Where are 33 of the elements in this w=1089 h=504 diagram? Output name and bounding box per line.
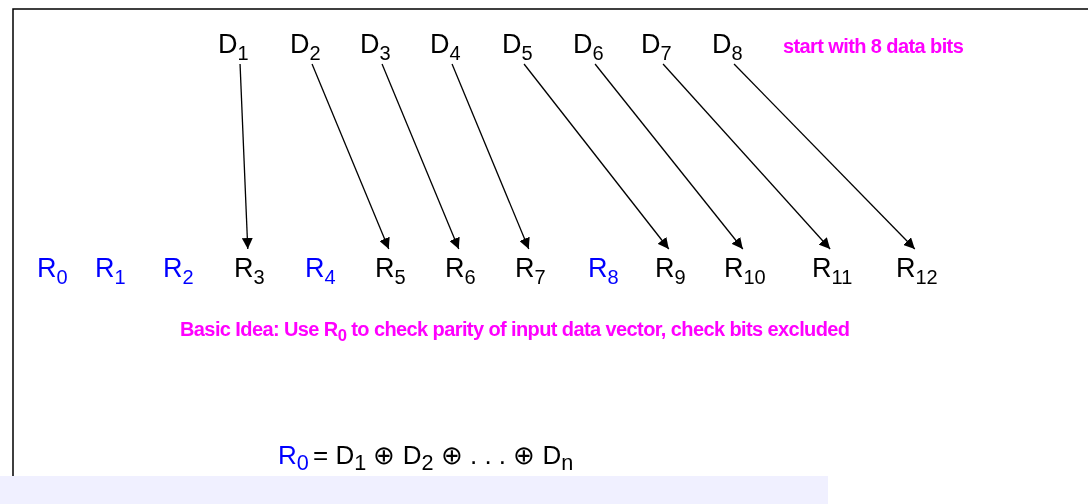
bit-label: R$_{11}$ xyxy=(812,252,853,284)
bit-label: D$_{6}$ xyxy=(573,28,604,60)
bit-label: R$_{6}$ xyxy=(445,252,476,284)
bit-label: R$_{8}$ xyxy=(588,252,619,284)
arrow xyxy=(311,63,390,250)
bit-label: D$_{7}$ xyxy=(641,28,672,60)
bit-label: D$_{3}$ xyxy=(360,28,391,60)
arrow xyxy=(662,63,831,250)
arrow xyxy=(451,63,530,250)
arrow xyxy=(381,63,460,250)
arrow xyxy=(239,63,253,250)
bit-label: D$_{1}$ xyxy=(218,28,249,60)
bit-label: R$_{5}$ xyxy=(375,252,406,284)
note-text: start with 8 data bits xyxy=(783,35,964,58)
bit-label: R$_{1}$ xyxy=(95,252,126,284)
bit-label: R$_{2}$ xyxy=(163,252,194,284)
bit-label: D$_{5}$ xyxy=(502,28,533,60)
bit-label: R$_{12}$ xyxy=(896,252,938,284)
bit-label: D$_{8}$ xyxy=(712,28,743,60)
formula-text: = D$_{1}$ ⊕ D$_{2}$ ⊕ . . . ⊕ D$_{n}$ xyxy=(313,440,574,471)
bit-label: D$_{2}$ xyxy=(290,28,321,60)
arrow xyxy=(733,63,916,250)
arrow xyxy=(523,63,670,250)
bit-label: R$_{0}$ xyxy=(37,252,68,284)
bit-label: R$_{7}$ xyxy=(515,252,546,284)
arrow xyxy=(594,63,744,250)
bit-label: R$_{10}$ xyxy=(724,252,766,284)
bit-label: R$_{3}$ xyxy=(234,252,265,284)
bit-label: R$_{9}$ xyxy=(655,252,686,284)
note-text: Basic Idea: Use R$_{0}$ to check parity of input data vector, check bits excluded xyxy=(180,317,851,347)
formula-term: R$_{0}$ xyxy=(278,440,309,471)
bit-label: R$_{4}$ xyxy=(305,252,336,284)
bit-label: D$_{4}$ xyxy=(430,28,461,60)
